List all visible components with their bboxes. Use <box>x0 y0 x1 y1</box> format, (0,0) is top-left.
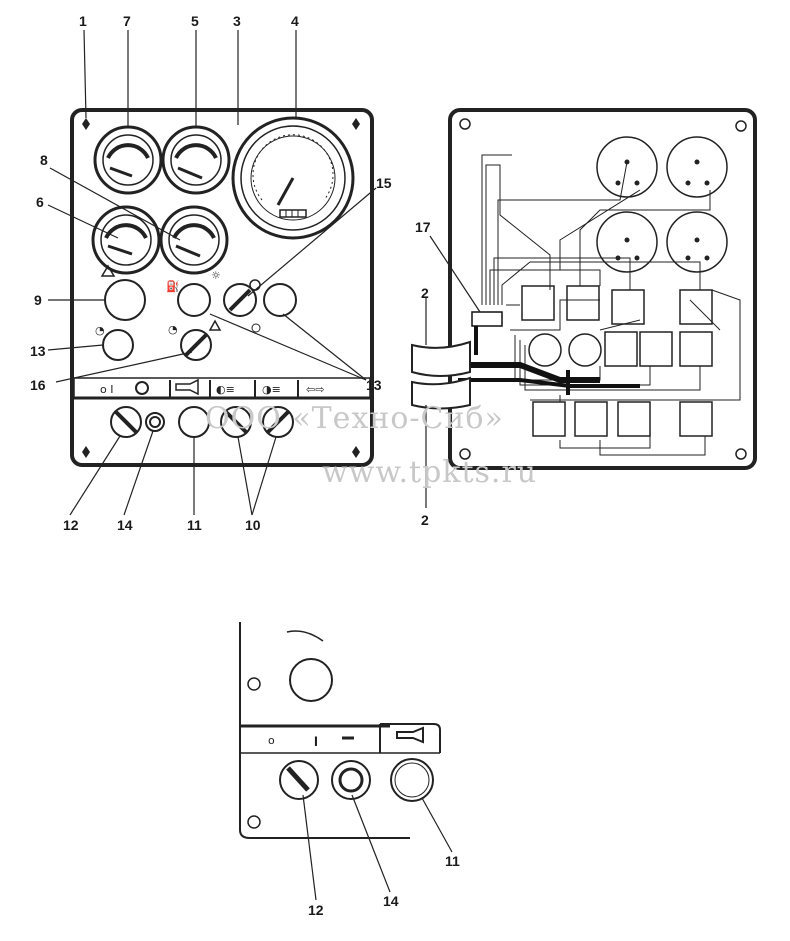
cable-plug-2 <box>411 340 471 410</box>
fan-symbol-icon <box>135 381 149 395</box>
callout-2: 2 <box>421 512 429 528</box>
callout-16: 16 <box>30 377 46 393</box>
corner-fastener-icon <box>82 118 360 458</box>
gauge-7 <box>93 125 163 195</box>
callout-2: 2 <box>421 285 429 301</box>
rear-panel <box>448 108 757 470</box>
terminal-icon <box>615 159 710 261</box>
svg-text:I: I <box>314 733 318 749</box>
indicator-lamp <box>177 283 297 317</box>
callout-6: 6 <box>36 194 44 210</box>
callout-labels: 1 7 5 3 4 8 6 15 9 13 16 13 12 14 11 10 … <box>30 13 460 918</box>
callout-12: 12 <box>63 517 79 533</box>
callout-8: 8 <box>40 152 48 168</box>
callout-11-detail: 11 <box>445 853 460 869</box>
callout-14-detail: 14 <box>383 893 399 909</box>
indicator-lamp-13: ◔ <box>95 324 134 361</box>
highbeam-symbol-icon: ◑≡ <box>262 383 281 396</box>
callout-12-detail: 12 <box>308 902 324 918</box>
switch-12 <box>110 406 142 438</box>
switch-15 <box>223 279 261 317</box>
leader-lines <box>47 29 377 516</box>
lamp-socket-back <box>528 333 562 367</box>
callout-5: 5 <box>191 13 199 29</box>
tachometer-gauge-4 <box>231 116 355 240</box>
indicator-dot-icon <box>251 323 261 333</box>
warning-triangle-icon <box>100 264 116 277</box>
horn-symbol-icon <box>396 726 424 744</box>
gauge-5 <box>161 125 231 195</box>
callout-10: 10 <box>245 517 261 533</box>
switch-16: ◔ <box>168 319 222 361</box>
watermark: ООО «Техно-Сиб» www.tpkts.ru <box>205 401 537 490</box>
gauge-8 <box>159 205 229 275</box>
turn-signal-icon: ⇦⇨ <box>306 383 324 396</box>
gauge-back <box>596 136 728 273</box>
callout-13: 13 <box>30 343 46 359</box>
svg-text:о I: о I <box>100 383 113 396</box>
lamp-socket-back <box>568 333 602 367</box>
switch-10 <box>220 406 294 438</box>
bulb-symbol-icon: ◔ <box>95 324 105 337</box>
svg-text:www.tpkts.ru: www.tpkts.ru <box>322 455 537 490</box>
switch-12-detail <box>279 760 319 800</box>
lamp-symbol-icon: ☼ <box>211 269 221 282</box>
svg-text:о: о <box>268 734 275 747</box>
leader-lines-rear <box>425 235 481 508</box>
wire-harness <box>458 311 640 395</box>
callout-1: 1 <box>79 13 87 29</box>
label-strip: о I ◐≡ ◑≡ ⇦⇨ <box>73 377 371 400</box>
wiring <box>481 154 741 456</box>
relay-block <box>521 285 713 437</box>
glowplug-symbol-icon: ◔ <box>168 323 178 336</box>
callout-3: 3 <box>233 13 241 29</box>
leader-lines-detail <box>302 794 453 901</box>
callout-7: 7 <box>123 13 131 29</box>
mounting-hole-icon <box>459 448 471 460</box>
callout-13: 13 <box>366 377 382 393</box>
lamp-14 <box>145 412 165 432</box>
lights-symbol-icon: ◐≡ <box>216 383 235 396</box>
callout-9: 9 <box>34 292 42 308</box>
mounting-hole-icon <box>735 448 747 460</box>
callout-17: 17 <box>415 219 431 235</box>
mounting-hole-icon <box>459 118 471 130</box>
mounting-hole-icon <box>735 120 747 132</box>
warning-triangle-icon <box>208 319 222 331</box>
gauge-6 <box>91 205 161 275</box>
horn-symbol-icon <box>175 378 199 396</box>
callout-4: 4 <box>291 13 299 29</box>
callout-15: 15 <box>376 175 392 191</box>
horn-button-11-detail <box>390 758 434 802</box>
svg-text:ООО «Техно-Сиб»: ООО «Техно-Сиб» <box>205 401 504 436</box>
callout-14: 14 <box>117 517 133 533</box>
oil-symbol-icon: ⛽ <box>166 280 180 293</box>
lamp-14-detail <box>331 760 371 800</box>
detail-view: о I <box>239 622 453 901</box>
callout-11: 11 <box>187 517 202 533</box>
